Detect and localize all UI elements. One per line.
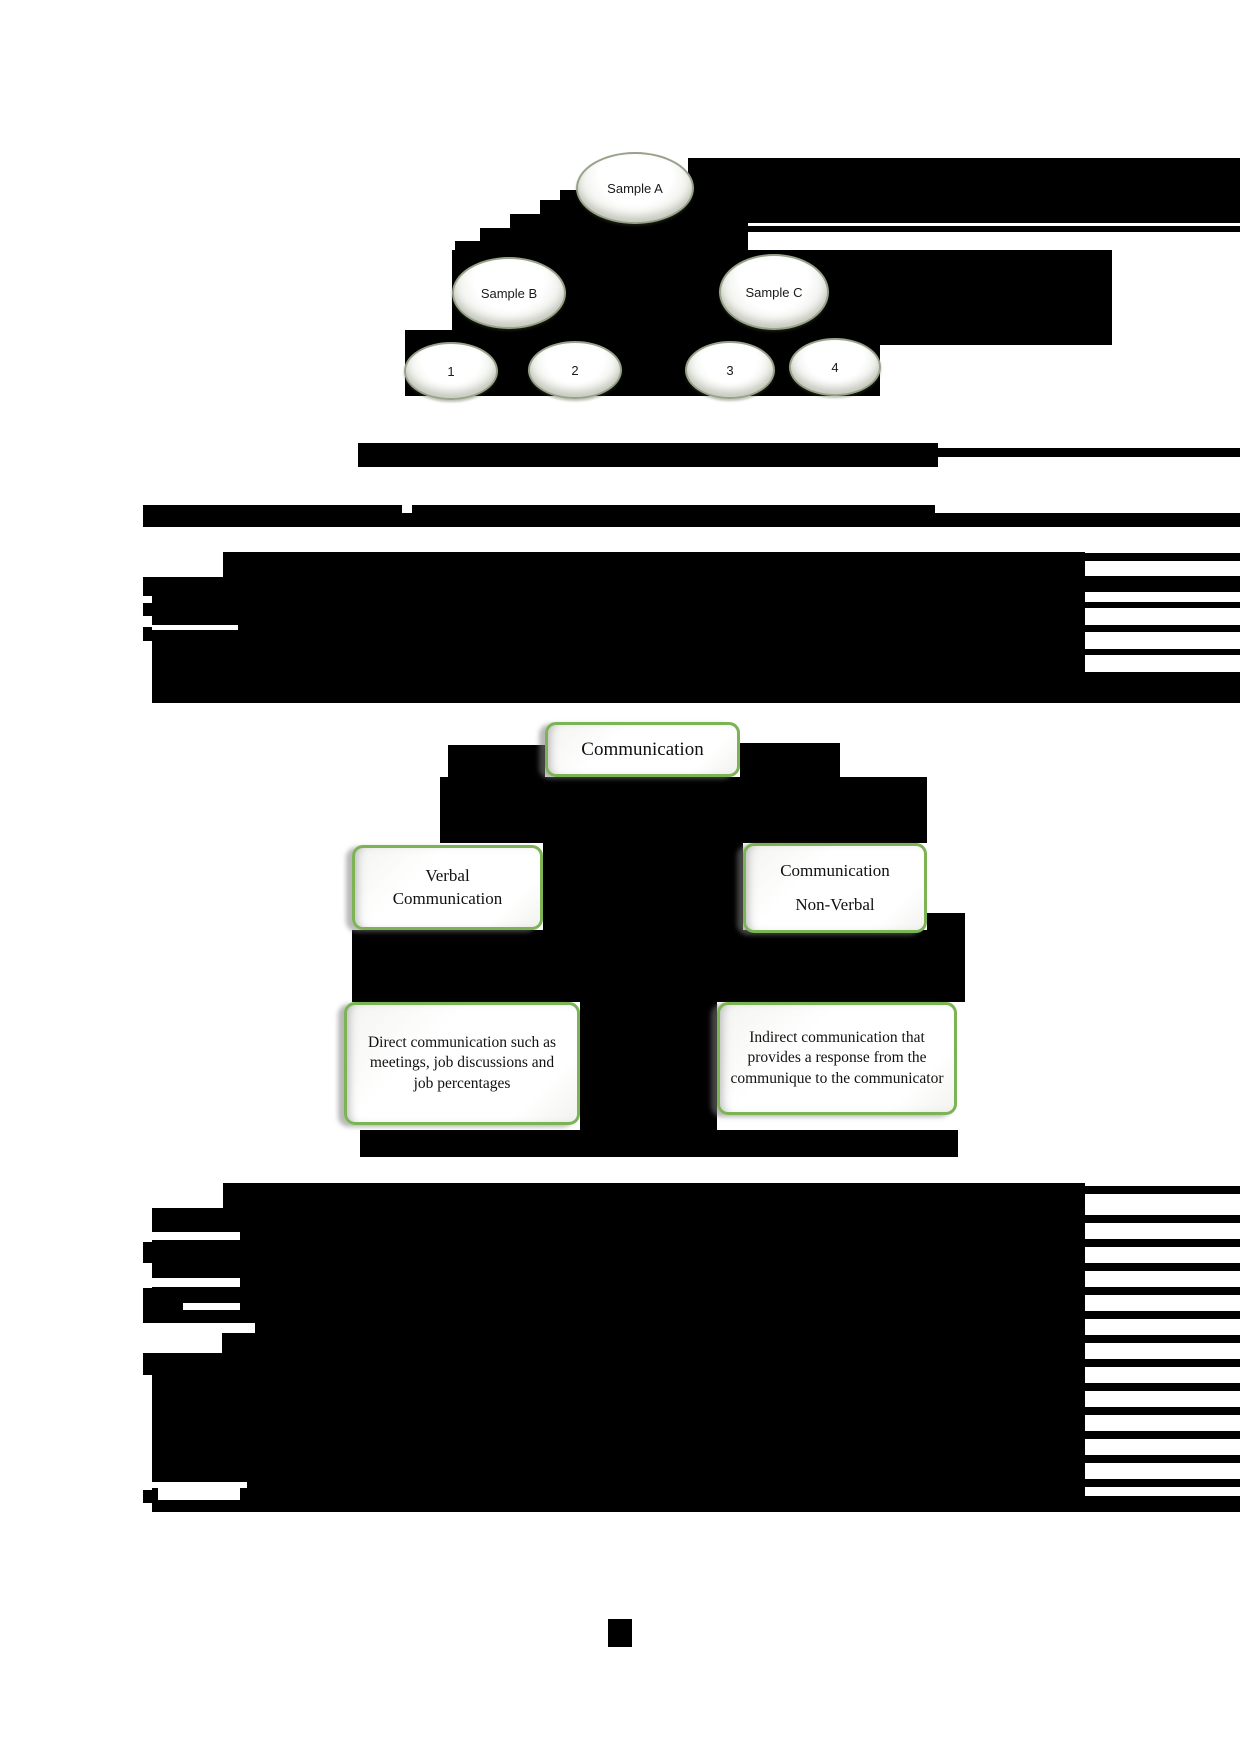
redaction-block [1085, 1335, 1240, 1343]
flowchart-box-label: Direct communication such as meetings, j… [367, 1033, 557, 1092]
redaction-gap [152, 625, 238, 630]
flowchart-box-nonverbal-communication: Communication Non-Verbal [743, 843, 927, 933]
redaction-block [543, 843, 743, 933]
redaction-block [1085, 649, 1240, 655]
redaction-block [358, 443, 938, 467]
redaction-block [455, 241, 515, 252]
redaction-block [143, 1353, 152, 1375]
flowchart-box-indirect-communication: Indirect communication that provides a r… [717, 1002, 957, 1115]
flowchart-box-verbal-communication: Verbal Communication [352, 845, 543, 930]
tree-leaf-label: 3 [726, 362, 734, 378]
redaction-block [143, 627, 152, 641]
tree-node-sample-b: Sample B [452, 257, 566, 329]
redaction-block [1085, 1383, 1240, 1391]
redaction-block [143, 513, 1240, 527]
tree-leaf-4: 4 [789, 338, 881, 396]
redaction-gap [152, 1232, 240, 1240]
redaction-block [1085, 1359, 1240, 1367]
flowchart-box-direct-communication: Direct communication such as meetings, j… [344, 1002, 580, 1125]
redaction-gap [152, 1482, 247, 1488]
redaction-block [440, 777, 927, 843]
redaction-block [1085, 1496, 1240, 1512]
tree-node-label: Sample A [607, 180, 663, 196]
redaction-block [1085, 672, 1240, 703]
tree-node-sample-c: Sample C [719, 254, 829, 330]
redaction-block [1085, 576, 1240, 592]
redaction-block [152, 1208, 1085, 1512]
redaction-gap [183, 1303, 240, 1310]
redaction-block [143, 1288, 152, 1323]
tree-leaf-label: 4 [831, 359, 839, 375]
redaction-block [608, 1619, 632, 1647]
redaction-block [1085, 1407, 1240, 1415]
flowchart-box-label-line1: Communication [780, 861, 890, 881]
redaction-block [938, 448, 1240, 457]
redaction-block [736, 226, 1240, 232]
tree-node-sample-a: Sample A [576, 152, 694, 224]
redaction-block [223, 1186, 1240, 1194]
tree-leaf-label: 2 [571, 362, 579, 378]
redaction-block [152, 577, 1085, 703]
tree-leaf-1: 1 [404, 342, 498, 400]
redaction-block [1085, 1287, 1240, 1295]
flowchart-box-communication: Communication [545, 722, 740, 777]
redaction-gap [152, 1333, 222, 1353]
tree-leaf-3: 3 [685, 341, 775, 399]
redaction-block [927, 913, 965, 933]
redaction-gap [152, 1278, 240, 1287]
redaction-block [1085, 1215, 1240, 1223]
redaction-gap [158, 1488, 240, 1500]
redaction-block [143, 1490, 152, 1503]
redaction-gap [152, 1323, 255, 1333]
flowchart-box-label: Communication [581, 738, 704, 760]
tree-leaf-2: 2 [528, 341, 622, 399]
redaction-block [1085, 1455, 1240, 1463]
redaction-block [143, 1242, 152, 1263]
redaction-block [580, 1002, 717, 1130]
redaction-block [143, 603, 152, 616]
flowchart-box-label: Verbal Communication [392, 865, 503, 908]
redaction-block [143, 577, 152, 596]
redaction-block [360, 1130, 958, 1157]
tree-node-label: Sample B [480, 285, 538, 301]
redaction-block [1085, 1479, 1240, 1487]
tree-node-label: Sample C [745, 284, 803, 300]
flowchart-box-label-line2: Non-Verbal [795, 894, 875, 914]
redaction-block [1085, 602, 1240, 608]
redaction-block [1085, 625, 1240, 632]
redaction-block [1085, 1311, 1240, 1319]
redaction-block [1085, 1239, 1240, 1247]
flowchart-box-label: Indirect communication that provides a r… [730, 1028, 944, 1087]
redaction-block [352, 930, 965, 1002]
redaction-block [688, 158, 1240, 223]
redaction-block [1085, 1431, 1240, 1439]
tree-leaf-label: 1 [447, 363, 455, 379]
redaction-block [223, 553, 1240, 561]
redaction-block [1085, 1263, 1240, 1271]
